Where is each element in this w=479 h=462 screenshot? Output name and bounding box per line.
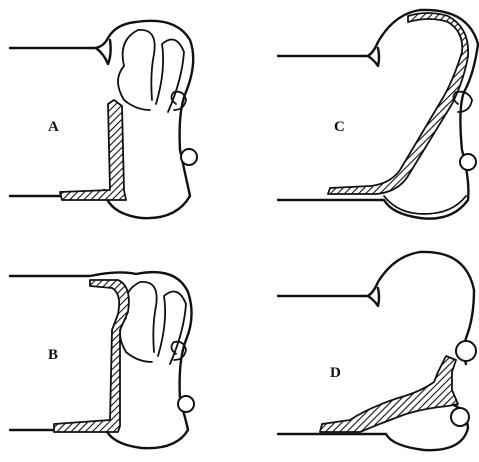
panel-c-label: C [334, 119, 345, 135]
panel-a-small-node [181, 149, 197, 165]
panel-c: C [278, 10, 478, 219]
panel-a-fold-1 [123, 30, 155, 100]
panel-a-outer-wall [10, 21, 193, 218]
panel-a-hatched-wall [60, 100, 126, 200]
panel-a-fold-2 [156, 40, 184, 113]
panel-a-label: A [48, 119, 59, 135]
panel-c-hatched-wall [328, 13, 468, 194]
panel-d-outer-wall [278, 252, 474, 364]
panel-c-small-node [460, 154, 476, 170]
panel-d-upper-node [456, 341, 476, 361]
panel-b-small-node [178, 396, 194, 412]
panel-d-lower-node [451, 408, 469, 426]
panel-b: B [10, 272, 194, 448]
panel-d: D [278, 252, 476, 450]
panel-b-fold-3 [120, 318, 152, 362]
panel-b-label: B [48, 347, 58, 363]
panel-a-fold-3 [118, 66, 150, 110]
panel-d-label: D [330, 365, 341, 381]
panel-b-fold-1 [125, 282, 157, 352]
panel-a: A [10, 21, 197, 218]
panel-b-hatched-wall [54, 280, 129, 432]
